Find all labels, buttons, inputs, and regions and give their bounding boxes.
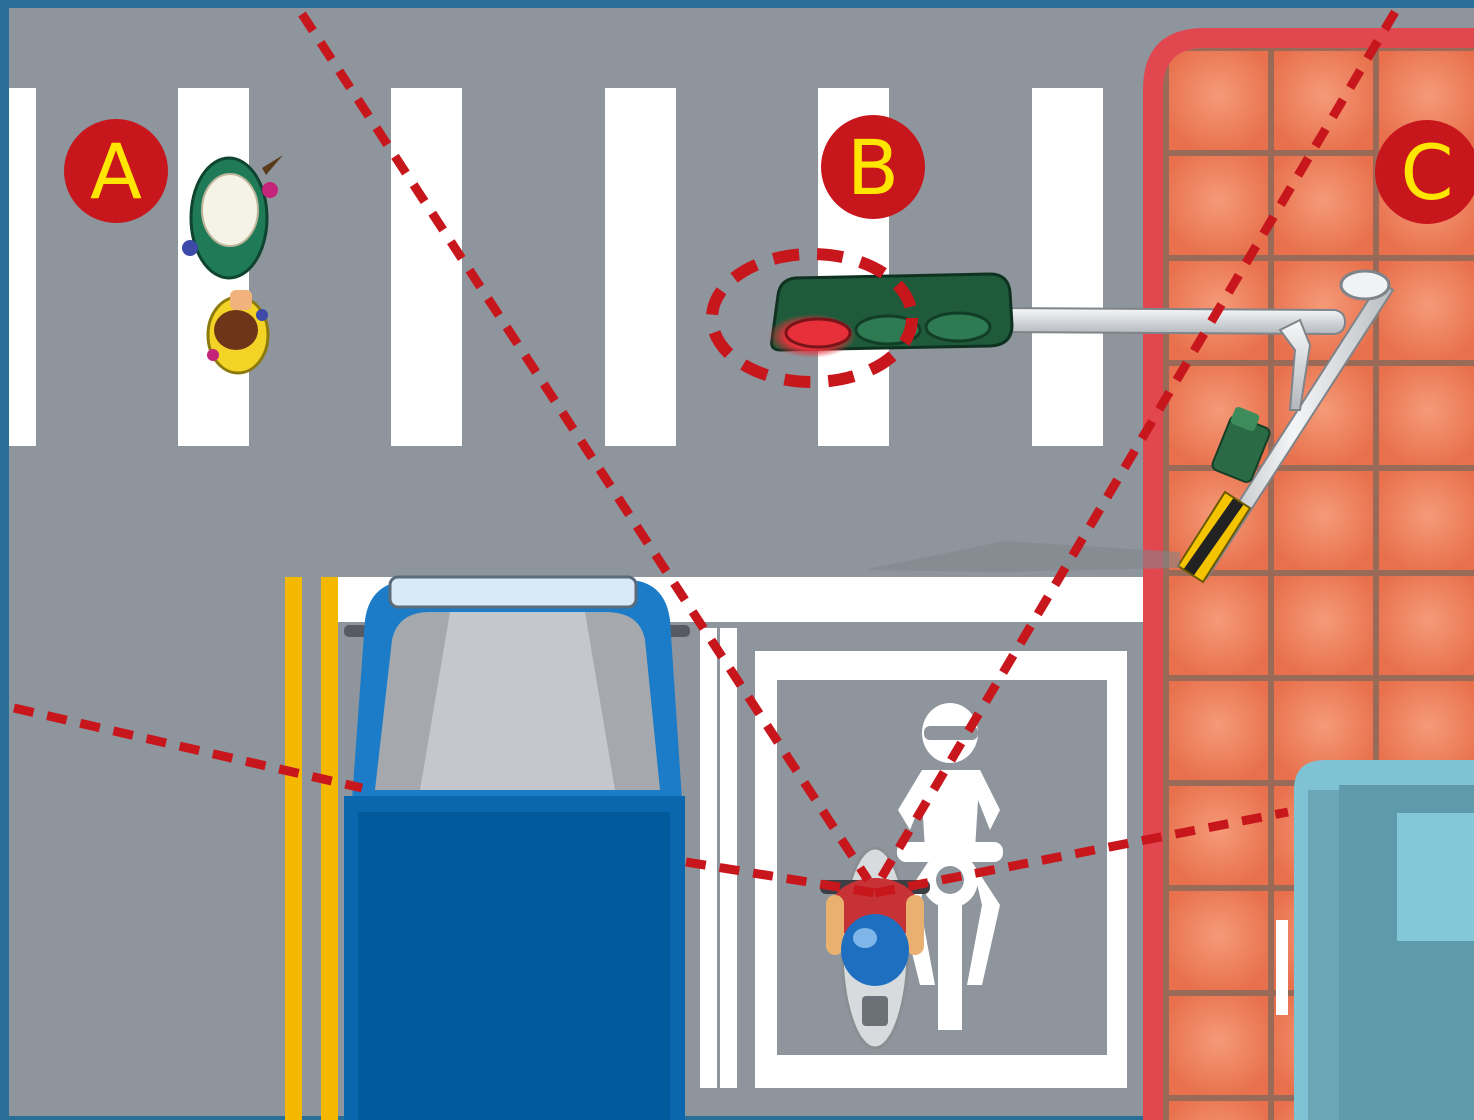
signal-green-lamp xyxy=(924,311,992,343)
marker-a: A xyxy=(64,119,168,223)
marker-a-label: A xyxy=(90,127,142,216)
traffic-light-icon xyxy=(706,248,1014,388)
crosswalk-stripe xyxy=(1032,88,1103,446)
signal-red-lamp xyxy=(784,317,852,349)
marker-c: C xyxy=(1375,120,1474,224)
motorcycle-rider-symbol xyxy=(897,703,1003,1030)
truck-windshield-highlight xyxy=(420,612,615,790)
truck-roof-light xyxy=(388,575,638,609)
double-yellow-line xyxy=(285,577,302,1120)
sightline xyxy=(298,11,872,883)
pedestrian-pair-icon xyxy=(182,155,283,375)
marker-b-label: B xyxy=(847,123,899,212)
crosswalk-stripe xyxy=(391,88,462,446)
lane-divider-line xyxy=(720,628,737,1088)
truck-cargo xyxy=(358,812,670,1120)
building-icon xyxy=(1276,760,1474,1120)
marker-b: B xyxy=(821,115,925,219)
crosswalk-stripe xyxy=(9,88,36,446)
signal-highlight-circle xyxy=(706,248,918,388)
traffic-light-pole xyxy=(868,269,1395,584)
crosswalk-stripe xyxy=(605,88,676,446)
truck-icon xyxy=(344,575,690,1120)
lane-divider-line xyxy=(700,628,717,1088)
marker-c-label: C xyxy=(1400,128,1453,217)
sightline xyxy=(874,807,1289,898)
sightlines xyxy=(12,9,1399,898)
double-yellow-line xyxy=(321,577,338,1120)
crosswalk xyxy=(9,88,1103,446)
sightline xyxy=(12,703,364,793)
motorcyclist-icon xyxy=(820,846,930,1050)
